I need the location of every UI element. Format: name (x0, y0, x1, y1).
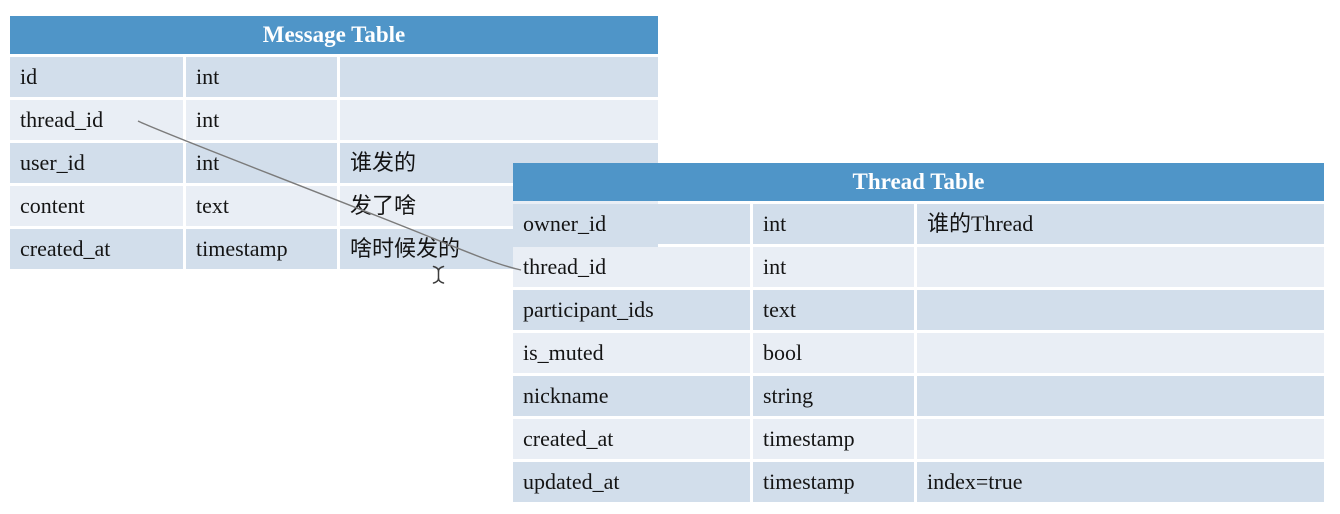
field-comment (340, 57, 658, 97)
field-name: created_at (513, 419, 750, 459)
message-table-title: Message Table (10, 16, 658, 54)
field-type: timestamp (186, 229, 337, 269)
field-name: created_at (10, 229, 183, 269)
field-type: int (753, 204, 914, 244)
field-name: updated_at (513, 462, 750, 502)
field-comment (917, 376, 1324, 416)
field-type: timestamp (753, 419, 914, 459)
field-name: owner_id (513, 204, 750, 244)
field-name: thread_id (10, 100, 183, 140)
field-type: int (186, 143, 337, 183)
thread-table-title: Thread Table (513, 163, 1324, 201)
field-name: user_id (10, 143, 183, 183)
field-name: is_muted (513, 333, 750, 373)
field-name: participant_ids (513, 290, 750, 330)
field-comment (340, 100, 658, 140)
field-name: id (10, 57, 183, 97)
field-type: text (186, 186, 337, 226)
field-name: content (10, 186, 183, 226)
field-type: int (186, 57, 337, 97)
field-name: thread_id (513, 247, 750, 287)
field-type: int (753, 247, 914, 287)
field-type: bool (753, 333, 914, 373)
field-comment (917, 333, 1324, 373)
field-comment (917, 247, 1324, 287)
field-comment: index=true (917, 462, 1324, 502)
field-comment: 谁的Thread (917, 204, 1324, 244)
field-type: string (753, 376, 914, 416)
field-type: text (753, 290, 914, 330)
field-name: nickname (513, 376, 750, 416)
field-type: timestamp (753, 462, 914, 502)
field-comment (917, 290, 1324, 330)
field-comment (917, 419, 1324, 459)
thread-table: Thread Table owner_id int 谁的Thread threa… (513, 163, 1324, 502)
field-type: int (186, 100, 337, 140)
